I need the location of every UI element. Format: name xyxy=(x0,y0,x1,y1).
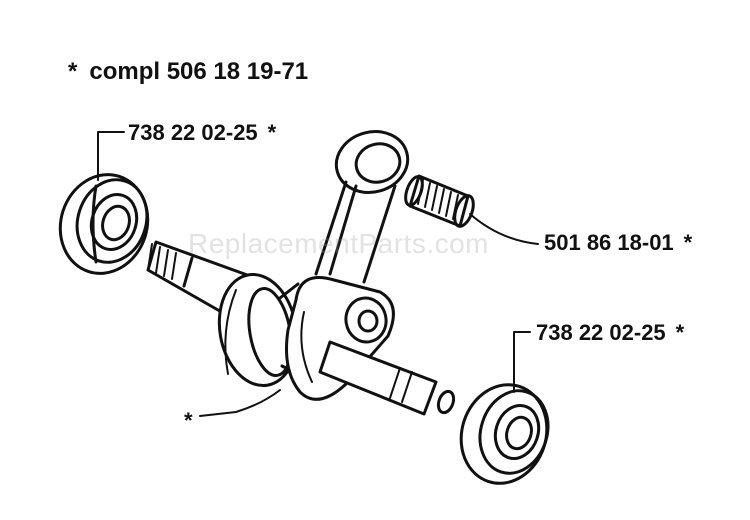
callout-needle-bearing: 501 86 18-01 * xyxy=(544,232,692,254)
watermark: ReplacementParts.com xyxy=(188,228,490,259)
leader-crankshaft xyxy=(199,389,281,417)
right-ball-bearing xyxy=(459,383,550,485)
left-ball-bearing xyxy=(58,173,150,275)
left-crank-web xyxy=(217,272,300,388)
left-bearing-marker: * xyxy=(267,120,277,145)
needle-bearing-part-number: 501 86 18-01 xyxy=(544,230,674,255)
assembly-title: * compl 506 18 19-71 xyxy=(68,60,308,84)
title-text: compl 506 18 19-71 xyxy=(89,58,309,85)
callout-crankshaft: * xyxy=(184,410,193,432)
right-bearing-marker: * xyxy=(675,320,685,345)
callout-left-bearing: 738 22 02-25 * xyxy=(128,122,276,144)
callout-right-bearing: 738 22 02-25 * xyxy=(536,322,684,344)
crankshaft-marker: * xyxy=(184,408,193,433)
leader-needle-bearing xyxy=(469,213,539,245)
leader-lines xyxy=(97,131,539,417)
leader-right-bearing xyxy=(513,331,531,393)
needle-bearing-marker: * xyxy=(683,230,693,255)
leader-left-bearing xyxy=(97,131,125,181)
right-shaft xyxy=(318,340,456,416)
needle-bearing xyxy=(404,174,475,228)
connecting-rod xyxy=(314,130,410,284)
title-asterisk: * xyxy=(68,58,78,85)
left-bearing-part-number: 738 22 02-25 xyxy=(128,120,258,145)
right-bearing-part-number: 738 22 02-25 xyxy=(536,320,666,345)
